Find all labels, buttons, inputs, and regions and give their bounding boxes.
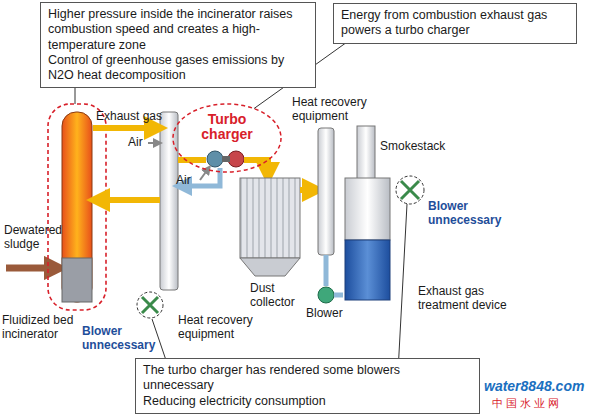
callout-text: Control of greenhouse gases emissions by…: [48, 53, 308, 84]
callout-text: Higher pressure inside the incinerator r…: [48, 7, 308, 53]
flow-label: Air: [128, 136, 150, 150]
equipment-label: Dust collector: [250, 282, 306, 310]
equipment-label: Heat recovery equipment: [292, 96, 378, 124]
status-label: Blower unnecessary: [428, 200, 510, 228]
watermark: 中 国 水 业 网: [492, 397, 592, 409]
callout-box: Higher pressure inside the incinerator r…: [40, 2, 316, 88]
input-label: Dewatered sludge: [4, 224, 62, 252]
callout-box: Energy from combustion exhaust gas power…: [333, 3, 577, 44]
turbo-charger-ellipse: Turbo charger: [172, 103, 282, 173]
callout-text: Reducing electricity consumption: [143, 394, 472, 409]
callout-text: The turbo charger has rendered some blow…: [143, 363, 472, 394]
equipment-label: Blower: [306, 307, 350, 321]
flow-label: Air: [176, 174, 200, 188]
callout-box: The turbo charger has rendered some blow…: [135, 358, 480, 414]
component-title: Turbo charger: [195, 103, 259, 143]
status-label: Blower unnecessary: [82, 325, 160, 353]
equipment-label: Fluidized bed incinerator: [2, 314, 82, 342]
equipment-label: Smokestack: [380, 140, 455, 154]
callout-text: Energy from combustion exhaust gas power…: [341, 8, 569, 39]
equipment-label: Exhaust gas treatment device: [418, 285, 518, 313]
watermark: water8848.com: [484, 378, 594, 394]
flow-label: Exhaust gas: [96, 110, 166, 124]
equipment-label: Heat recovery equipment: [178, 314, 264, 342]
